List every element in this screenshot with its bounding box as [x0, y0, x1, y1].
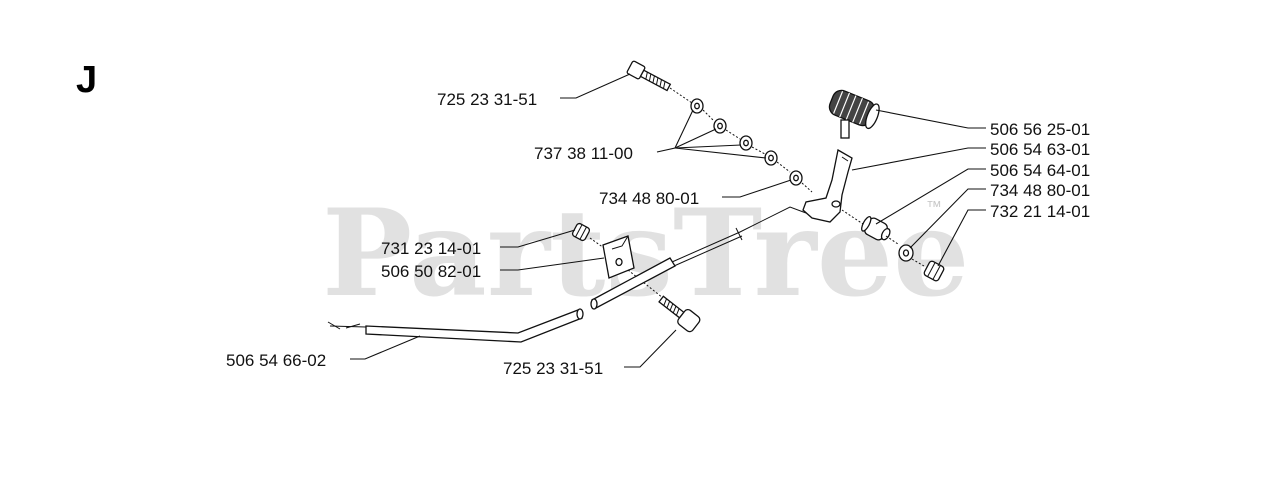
leader-cable [350, 335, 421, 360]
leader-washer-4 [674, 147, 767, 159]
leader-top-bolt [560, 73, 631, 99]
part-label-506-56-25-01: 506 56 25-01 [990, 120, 1090, 139]
leader-lever [851, 147, 986, 171]
nut-left-part [571, 222, 605, 249]
bushing-part [861, 215, 899, 245]
part-label-734-48-80-01-right: 734 48 80-01 [990, 181, 1090, 200]
part-label-737-38-11-00: 737 38 11-00 [534, 144, 633, 163]
leader-washer-3 [674, 144, 742, 149]
washer-set-part [690, 98, 791, 173]
leader-knob [875, 109, 986, 129]
part-label-506-50-82-01: 506 50 82-01 [381, 262, 481, 281]
leader-nut-left [500, 229, 576, 248]
part-label-506-54-63-01: 506 54 63-01 [990, 140, 1090, 159]
part-label-725-23-31-51-bottom: 725 23 31-51 [503, 359, 603, 378]
leader-bottom-bolt [624, 329, 677, 368]
cable-clamp-part [602, 235, 669, 303]
part-label-506-54-66-02: 506 54 66-02 [226, 351, 326, 370]
leader-bushing [875, 168, 986, 225]
watermark: PartsTree ™ [322, 183, 969, 324]
bottom-bolt-part [658, 295, 701, 333]
leader-washer-1 [656, 109, 694, 153]
control-cable-part [327, 206, 807, 343]
shift-lever-part [802, 148, 867, 227]
watermark-text: PartsTree [322, 183, 969, 324]
part-label-506-54-64-01: 506 54 64-01 [990, 161, 1090, 180]
leader-clamp [500, 257, 605, 271]
leader-nut-right [937, 209, 986, 267]
part-label-734-48-80-01-left: 734 48 80-01 [599, 189, 699, 208]
part-label-732-21-14-01: 732 21 14-01 [990, 202, 1090, 221]
leader-washer-right [909, 188, 986, 249]
top-bolt-part [626, 60, 693, 104]
part-label-731-23-14-01: 731 23 14-01 [381, 239, 481, 258]
nut-right-part [923, 260, 945, 282]
section-letter: J [76, 59, 97, 101]
part-labels: 725 23 31-51 737 38 11-00 734 48 80-01 7… [226, 90, 1090, 378]
leader-washer-left [722, 179, 792, 198]
part-label-725-23-31-51-top: 725 23 31-51 [437, 90, 537, 109]
watermark-trademark: ™ [926, 199, 942, 216]
washer-right-part [898, 244, 925, 267]
washer-left-part [789, 170, 813, 193]
leader-lines [350, 73, 986, 368]
leader-washer-2 [674, 128, 717, 149]
handle-knob-part [828, 89, 880, 139]
